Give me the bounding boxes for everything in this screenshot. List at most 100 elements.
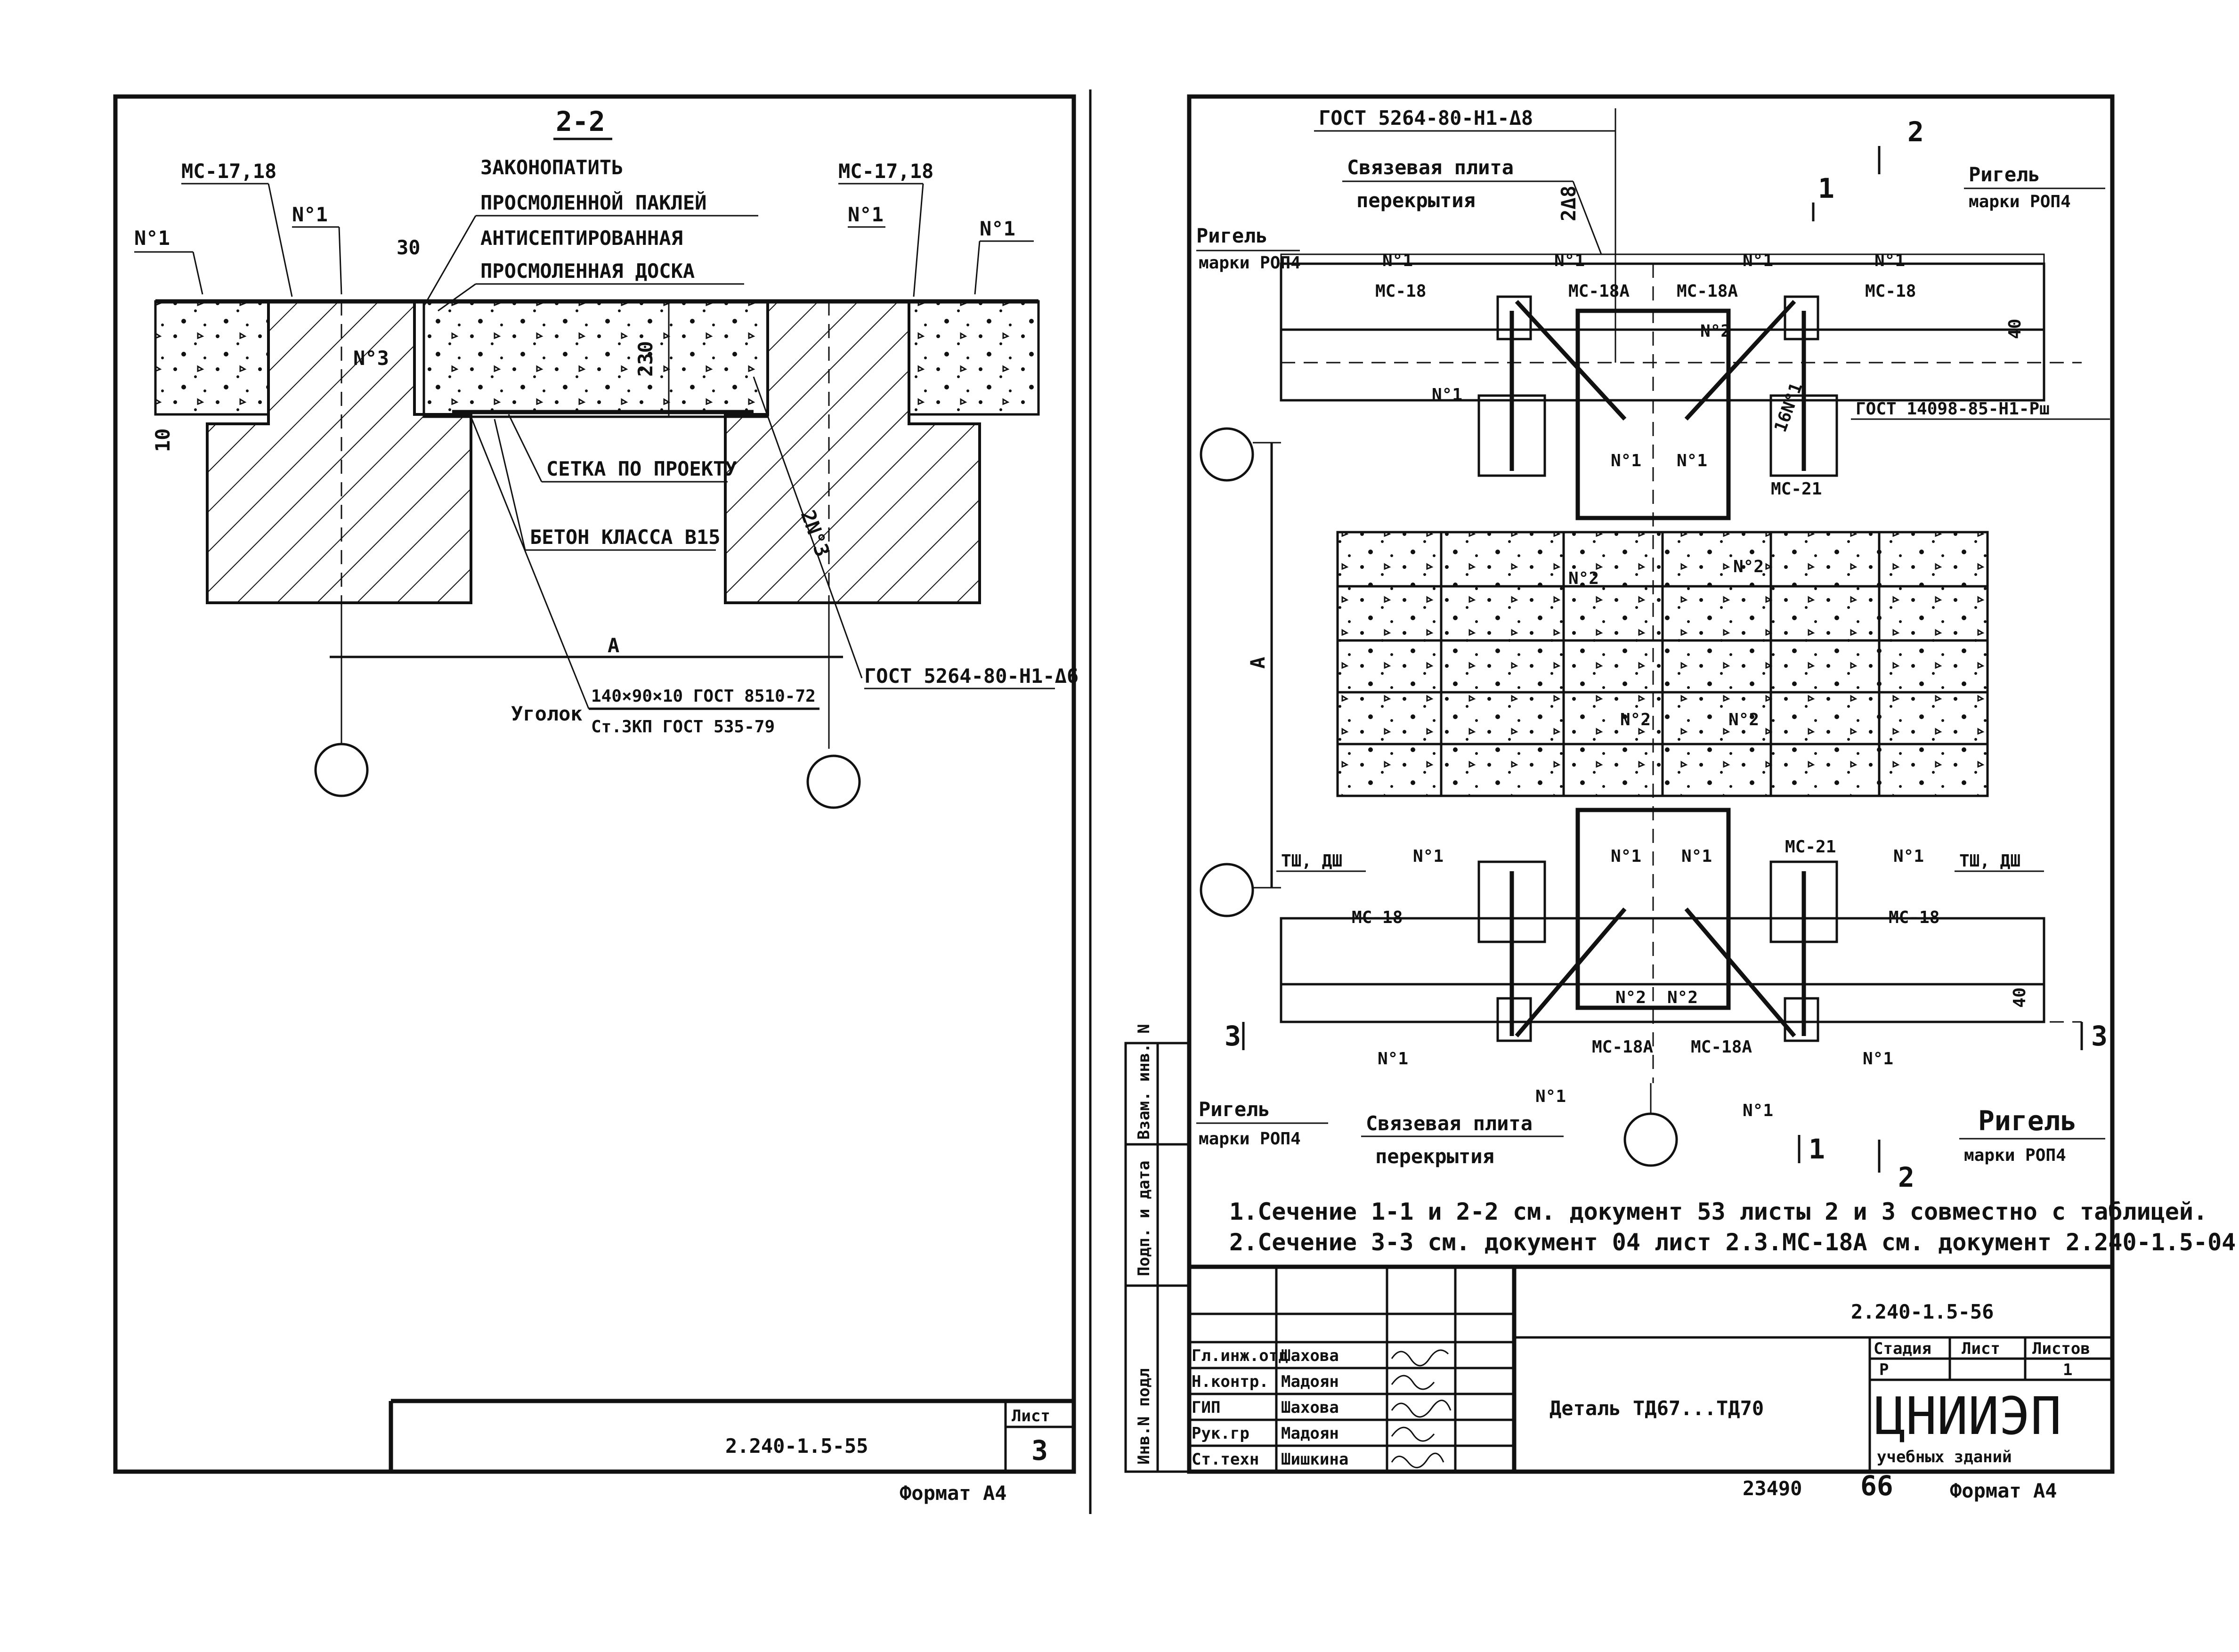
side-label-3: Взам. инв. N — [1135, 1024, 1153, 1140]
dim-230: 230 — [634, 341, 657, 377]
n1-top-5: N°1 — [1432, 385, 1462, 405]
rod-tl — [1515, 300, 1627, 421]
name-3: Шахова — [1281, 1398, 1339, 1417]
hdr-sheet: Лист — [1962, 1339, 2000, 1358]
angle-bottom: Ст.3КП ГОСТ 535-79 — [591, 717, 775, 737]
axis-bubble-bottom — [1200, 863, 1254, 917]
dim-a-right: А — [1246, 657, 1269, 669]
ripel-bottom-right-2: марки РОП4 — [1964, 1146, 2066, 1165]
rod-tr — [1684, 300, 1796, 421]
side-label-2: Подп. и дата — [1135, 1160, 1153, 1276]
signature-1 — [1391, 1349, 1449, 1367]
label-concrete: БЕТОН КЛАССА В15 — [530, 526, 721, 549]
val-sheets: 1 — [2063, 1360, 2072, 1379]
leader-n1-d-2 — [974, 241, 981, 295]
n1-bot-3: N°1 — [1681, 847, 1712, 866]
beam-top-edge — [1280, 253, 2045, 265]
name-5: Шишкина — [1281, 1450, 1348, 1469]
mc21-bottom: MC-21 — [1785, 837, 1836, 857]
mc21-top: MC-21 — [1771, 479, 1822, 499]
mc18a-bottom-right: MC-18А — [1691, 1037, 1752, 1057]
dim-a: А — [608, 634, 619, 657]
dim-10: 10 — [151, 428, 174, 452]
beam-bottom — [1280, 917, 2045, 986]
note-1: 1.Сечение 1-1 и 2-2 см. документ 53 лист… — [1229, 1198, 2207, 1225]
name-2: Мадоян — [1281, 1372, 1339, 1391]
mc18-top-right: MC-18 — [1865, 282, 1916, 301]
label-angle: Уголок — [511, 702, 583, 725]
sec-1-top: 1 — [1818, 172, 1834, 204]
mc18a-top-right: MC-18А — [1677, 282, 1738, 301]
ripel-bottom-right-1: Ригель — [1978, 1105, 2077, 1137]
side-label-1: Инв.N подл — [1135, 1368, 1153, 1465]
column-left-hatched — [206, 300, 472, 604]
leader-angle — [470, 416, 590, 709]
axis-bubble-left — [314, 743, 369, 797]
footer-page: 66 — [1860, 1470, 1893, 1502]
leader-board — [438, 283, 476, 312]
n1-top-4: N°1 — [1874, 251, 1905, 270]
left-sheet-number: 3 — [1031, 1434, 1048, 1466]
role-5: Ст.техн — [1192, 1450, 1259, 1469]
n1-top-6: N°1 — [1611, 451, 1641, 470]
ripel-bottom-left-2: марки РОП4 — [1199, 1129, 1301, 1149]
slab-label-2: перекрытия — [1356, 189, 1476, 212]
n1-bot-8: N°1 — [1743, 1101, 1773, 1120]
role-4: Рук.гр — [1192, 1424, 1249, 1443]
mc18a-bottom-left: MC-18А — [1592, 1037, 1653, 1057]
sec-2-top: 2 — [1907, 116, 1924, 148]
leader-mc-left-2 — [268, 183, 293, 297]
right-frame — [1187, 94, 2115, 1474]
n1-bot-2: N°1 — [1611, 847, 1641, 866]
org-sub: учебных зданий — [1877, 1448, 2012, 1466]
n1-top-7: N°1 — [1677, 451, 1707, 470]
axis-bubble-center — [1623, 1112, 1678, 1167]
section-title-2-2: 2-2 — [556, 105, 605, 138]
n1-bot-5: N°1 — [1378, 1049, 1408, 1069]
slab-bottom-1: Связевая плита — [1366, 1112, 1533, 1135]
leader-concrete — [494, 419, 526, 551]
beam-bottom-lower — [1280, 983, 2045, 1023]
role-2: Н.контр. — [1192, 1372, 1269, 1391]
beam-top-lower — [1280, 328, 2045, 402]
n2-top-1: N°2 — [1700, 322, 1731, 341]
ripel-right-2: марки РОП4 — [1969, 192, 2071, 211]
ripel-left-1: Ригель — [1196, 224, 1268, 247]
n1-bot-7: N°1 — [1535, 1087, 1566, 1106]
n1-top-2: N°1 — [1554, 251, 1585, 270]
mc18-top-left: MC-18 — [1375, 282, 1426, 301]
n2-mid-3: N°2 — [1620, 710, 1651, 729]
rod-bl — [1515, 907, 1627, 1037]
dim-30: 30 — [397, 236, 421, 259]
label-mc-right: MC-17,18 — [838, 160, 933, 183]
label-mc-left: MC-17,18 — [181, 160, 276, 183]
label-gost-weld: ГОСТ 5264-80-Н1-Δ6 — [864, 664, 1079, 688]
val-stage: Р — [1879, 1360, 1889, 1379]
note-2: 2.Сечение 3-3 см. документ 04 лист 2.3.М… — [1229, 1229, 2239, 1256]
leader-n1-a-2 — [192, 251, 203, 295]
slab-band-left — [154, 300, 270, 416]
right-doc-code: 2.240-1.5-56 — [1851, 1300, 1994, 1323]
mc18a-top-left: MC-18А — [1568, 282, 1630, 301]
gost-right: ГОСТ 14098-85-Н1-Рш — [1856, 399, 2050, 419]
slab-label-1: Связевая плита — [1347, 156, 1514, 179]
plate-br-small — [1784, 997, 1819, 1042]
sec-1-bottom: 1 — [1809, 1133, 1825, 1165]
drawing-title: Деталь ТД67...ТД70 — [1549, 1397, 1764, 1420]
signature-5 — [1391, 1452, 1444, 1468]
angle-top: 140×90×10 ГОСТ 8510-72 — [591, 687, 816, 706]
leader-mc-right-2 — [913, 183, 924, 297]
label-n3-a: N°3 — [353, 347, 389, 370]
n2-bot-2: N°2 — [1667, 988, 1698, 1007]
hdr-stage: Стадия — [1874, 1339, 1931, 1358]
signature-2 — [1391, 1375, 1435, 1390]
n2-mid-2: N°2 — [1733, 557, 1764, 576]
tsh-right: ТШ, ДШ — [1959, 851, 2020, 871]
label-n1-b: N°1 — [292, 203, 328, 226]
label-n1-c: N°1 — [848, 203, 884, 226]
ripel-right-1: Ригель — [1969, 163, 2040, 186]
right-sheet: Инв.N подл Подп. и дата Взам. инв. N — [1124, 94, 2239, 1502]
note-caulk-2: ПРОСМОЛЕННОЙ ПАКЛЕЙ — [480, 191, 706, 214]
note-board-1: АНТИСЕПТИРОВАННАЯ — [480, 227, 683, 250]
